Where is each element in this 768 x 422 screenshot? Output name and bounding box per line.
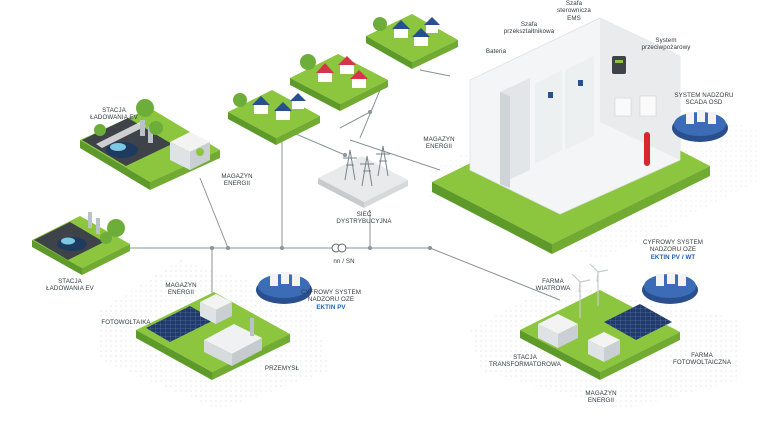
house-icon: [424, 17, 440, 33]
line-to-houses-right: [419, 69, 451, 77]
label-grid: SIEĆ DYSTRYBUCYJNA: [336, 211, 392, 226]
label-transformer-station: STACJA TRANSFORMATOROWA: [489, 354, 561, 369]
house-icon: [252, 96, 270, 114]
digital-system-pv-platform: [256, 272, 312, 304]
houses-platform-mid: [290, 54, 388, 111]
scada-platform: [672, 110, 728, 142]
ems-cabinet: [565, 56, 594, 150]
label-digital-system-pvwt-line2: EKTIN PV / WT: [650, 253, 696, 261]
transmission-tower-icon: [343, 145, 390, 187]
charger-icon: [88, 212, 100, 234]
label-industry: PRZEMYSŁ: [264, 365, 300, 372]
house-icon: [316, 63, 334, 82]
label-digital-system-pv-line1: CYFROWY SYSTEM NADZORU OZE: [300, 289, 362, 304]
label-ev-station-bottom: STACJA ŁADOWANIA EV: [46, 278, 94, 293]
server-rack-icon: [656, 272, 686, 286]
label-digital-system-pvwt-line1: CYFROWY SYSTEM NADZORU OZE: [642, 239, 704, 254]
fire-system-boxes: [614, 95, 657, 117]
central-storage-platform: [432, 17, 710, 254]
transformer-icon: [331, 243, 347, 253]
ev-station-top-platform: [80, 99, 220, 190]
tree-icon: [300, 54, 316, 70]
ev-station-bottom-platform: [32, 212, 130, 275]
ev-car-icon: [57, 237, 87, 251]
houses-platform-right: [366, 14, 458, 69]
storage-container-icon: [170, 132, 210, 170]
industry-platform: [136, 292, 290, 380]
tree-icon: [373, 17, 387, 31]
line-to-ev-top: [199, 177, 229, 249]
house-icon: [338, 56, 356, 74]
solar-panel-icon: [146, 306, 214, 342]
label-storage-top: MAGAZYN ENERGII: [221, 173, 253, 188]
label-industry-storage: MAGAZYN ENERGII: [165, 282, 197, 297]
house-icon: [290, 93, 306, 109]
converter-cabinet: [535, 70, 562, 164]
grid-lines: [80, 69, 561, 305]
label-ems-cabinet: Szafa sterownicza EMS: [557, 0, 591, 22]
tree-icon: [94, 99, 163, 136]
line-houses-branch: [339, 111, 371, 129]
label-farm-storage: MAGAZYN ENERGII: [585, 390, 617, 405]
label-photovoltaics: FOTOWOLTAIKA: [101, 319, 151, 326]
tree-icon: [233, 93, 247, 107]
server-rack-icon: [270, 272, 300, 286]
storage-container-icon: [588, 332, 620, 362]
fire-extinguisher-icon: [644, 132, 650, 166]
label-converter-cabinet: Szafa przekształtnikowa: [503, 21, 555, 36]
line-to-storage-center: [349, 139, 441, 171]
transformer-station-building: [538, 314, 578, 348]
server-rack-icon: [612, 56, 626, 74]
houses-platform-left: [228, 90, 320, 145]
digital-system-pvwt-platform: [642, 272, 698, 304]
battery-cabinet: [500, 78, 530, 188]
solar-panel-icon: [604, 304, 672, 340]
wind-turbine-icon: [571, 263, 609, 318]
storage-container-icon: [200, 294, 232, 324]
factory-building: [204, 318, 262, 366]
ev-car-icon: [106, 142, 138, 158]
house-icon: [412, 28, 430, 46]
charger-icon: [140, 120, 153, 143]
label-wind-farm: FARMA WIATROWA: [535, 278, 571, 293]
house-icon: [274, 102, 292, 120]
line-to-farm: [429, 247, 561, 301]
farm-platform: [520, 263, 680, 380]
label-digital-system-pv-line2: EKTIN PV: [316, 303, 346, 311]
tree-icon: [100, 219, 125, 244]
label-ev-station-top: STACJA ŁADOWANIA EV: [90, 107, 138, 122]
label-pv-farm: FARMA FOTOWOLTAICZNA: [672, 352, 732, 367]
label-battery: Bateria: [485, 48, 507, 55]
server-rack-icon: [686, 110, 716, 124]
label-transformer-ratio: nn / SN: [333, 258, 355, 265]
house-icon: [350, 70, 368, 88]
house-icon: [392, 20, 410, 38]
label-scada: SYSTEM NADZORU SCADA OSD: [674, 92, 734, 107]
distribution-grid-platform: [318, 145, 408, 208]
label-fire-system: System przeciwpożarowy: [641, 37, 691, 52]
label-storage-center: MAGAZYN ENERGII: [423, 136, 455, 151]
